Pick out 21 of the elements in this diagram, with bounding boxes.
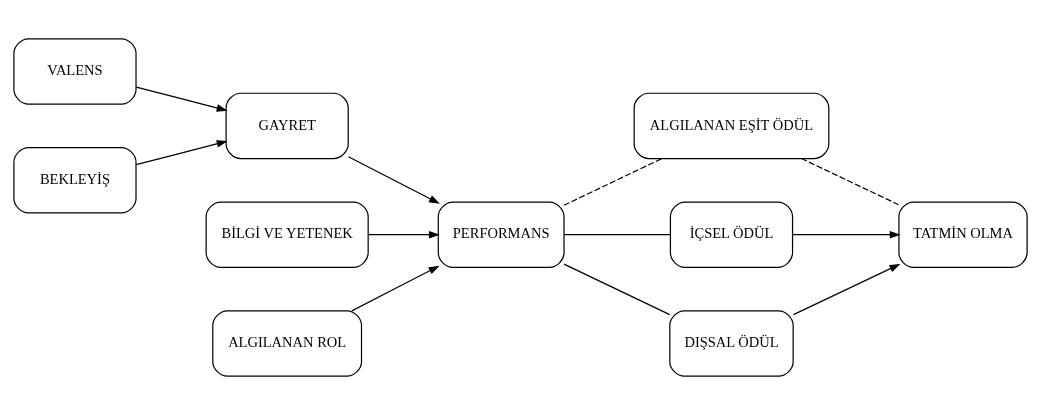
node-box: İÇSEL ÖDÜL [669, 200, 794, 268]
connector [800, 157, 900, 205]
arrow [792, 230, 901, 239]
arrow [135, 85, 228, 112]
arrow [351, 265, 440, 311]
node-box: BEKLEYİŞ [13, 146, 137, 214]
node-box: DIŞSAL ÖDÜL [669, 309, 794, 377]
connector [563, 157, 663, 206]
node-box: ALGILANAN ROL [212, 309, 363, 377]
arrow [347, 155, 440, 204]
connector [563, 233, 671, 235]
connector [563, 263, 671, 315]
node-box: ALGILANAN EŞİT ÖDÜL [633, 92, 830, 159]
node-box: TATMİN OLMA [898, 200, 1028, 268]
node-box: BİLGİ VE YETENEK [205, 200, 369, 268]
node-box: PERFORMANS [437, 200, 565, 268]
node-box: VALENS [13, 37, 137, 105]
arrow [135, 139, 228, 165]
arrow [367, 230, 440, 239]
node-box: GAYRET [225, 92, 349, 159]
arrow [792, 263, 901, 315]
